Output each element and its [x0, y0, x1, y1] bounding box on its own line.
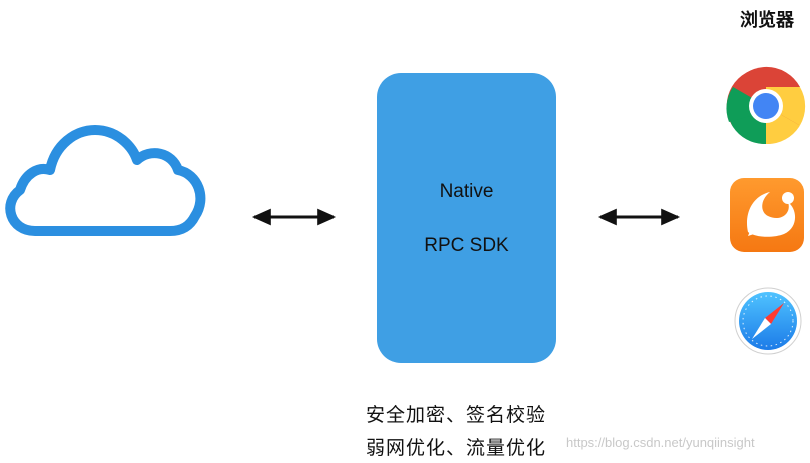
sdk-label-native: Native — [439, 181, 494, 202]
feature-line-network: 弱网优化、流量优化 — [366, 437, 547, 459]
uc-browser-icon — [730, 178, 804, 252]
feature-line-security: 安全加密、签名校验 — [366, 404, 547, 426]
sdk-label-rpc: RPC SDK — [424, 235, 509, 256]
browsers-title: 浏览器 — [740, 10, 794, 31]
safari-icon — [734, 287, 802, 355]
watermark-text: https://blog.csdn.net/yunqiinsight — [566, 435, 755, 450]
chrome-icon — [726, 66, 806, 145]
rpc-sdk-box — [377, 73, 556, 363]
cloud-icon — [5, 125, 206, 236]
